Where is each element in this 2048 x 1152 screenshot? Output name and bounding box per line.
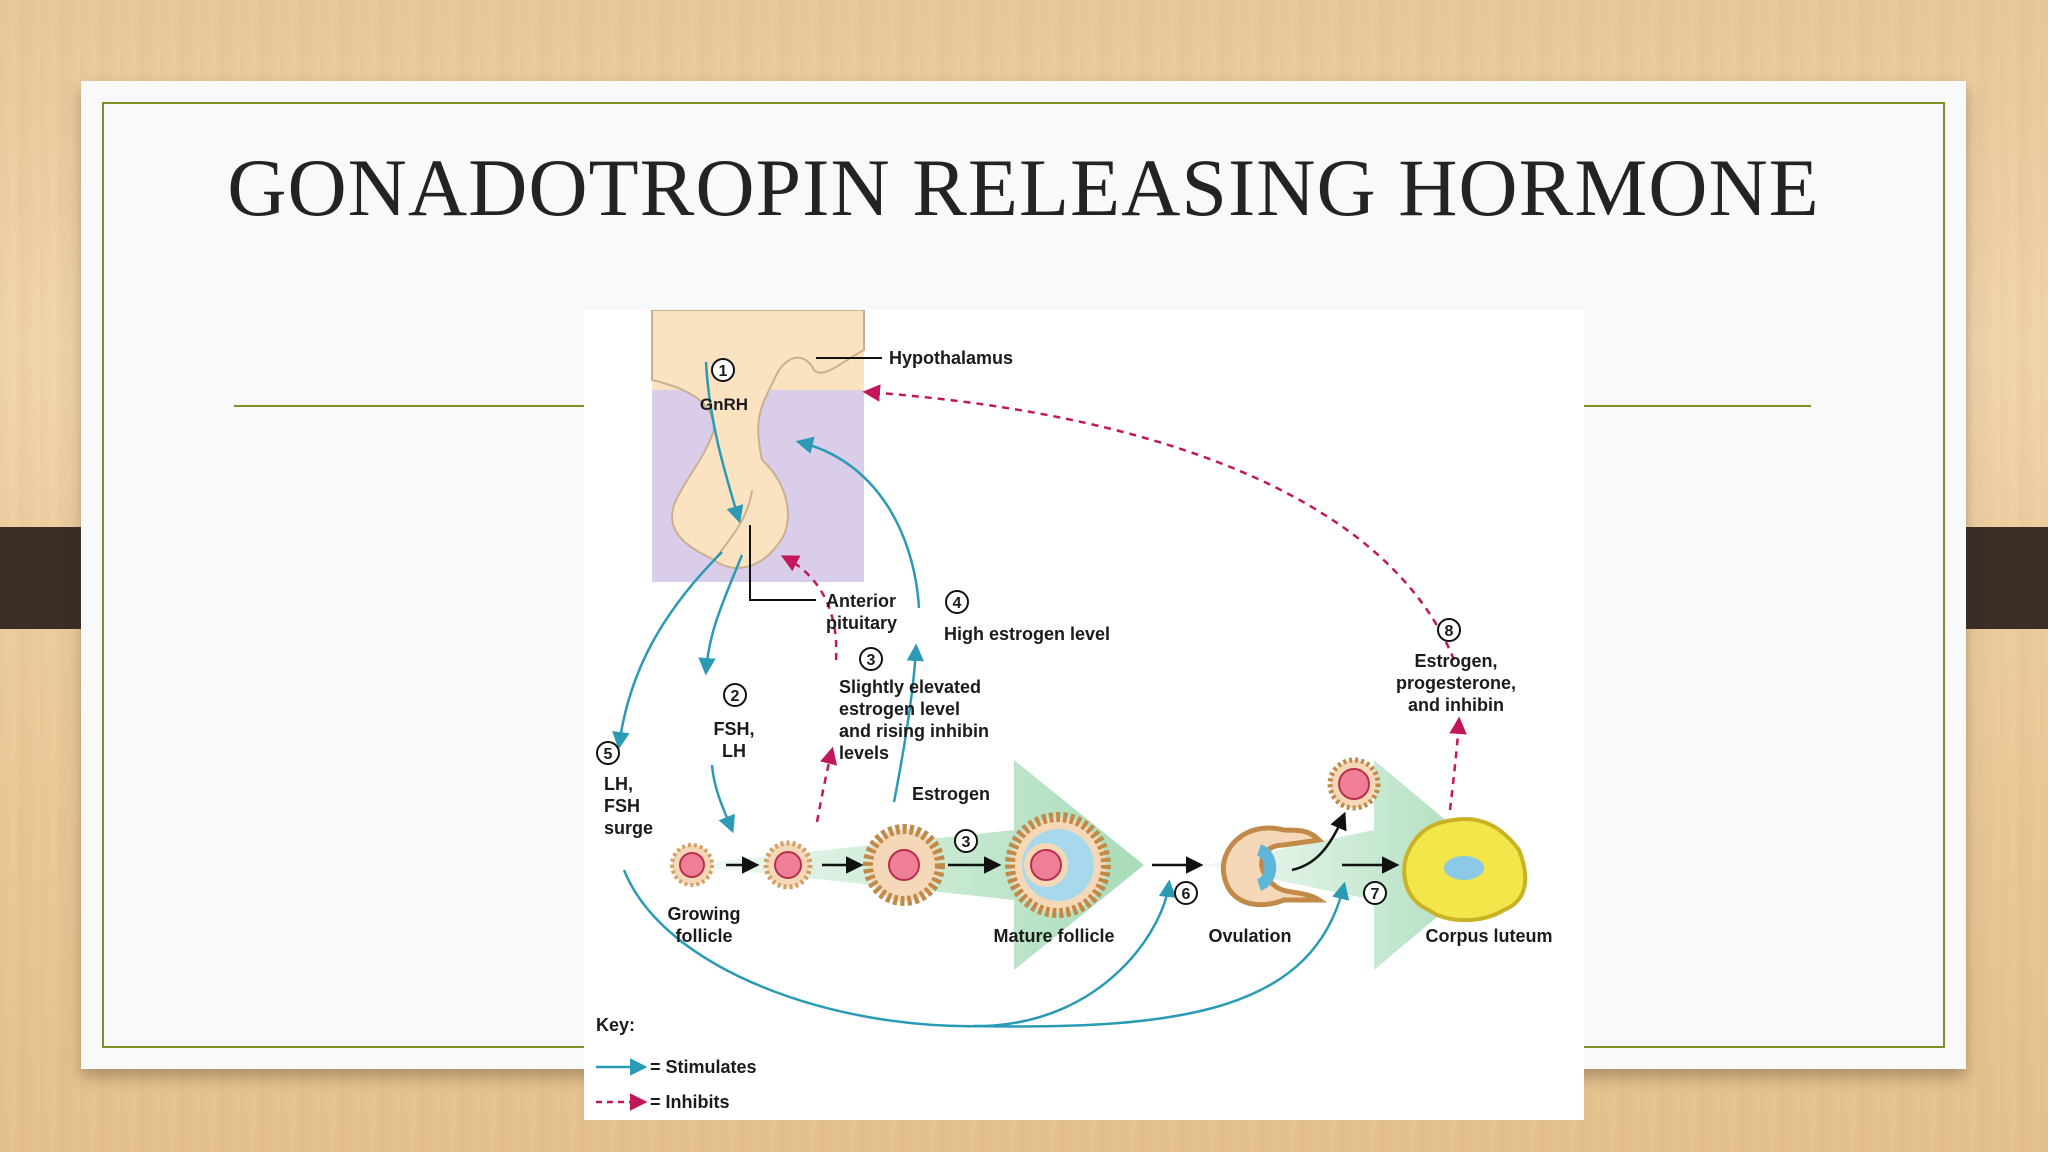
slide-title: GONADOTROPIN RELEASING HORMONE (227, 142, 1820, 233)
corpus-luteum-graphic (1402, 817, 1528, 923)
label-and-inhibin: and inhibin (1408, 695, 1504, 715)
label-high-estrogen: High estrogen level (944, 624, 1110, 644)
label-lh: LH (722, 741, 746, 761)
label-corpus-luteum: Corpus luteum (1425, 926, 1552, 946)
label-slightly-3: and rising inhibin (839, 721, 989, 741)
ovulation-graphic (1220, 757, 1381, 908)
step-markers (596, 358, 1461, 905)
label-progesterone: progesterone, (1396, 673, 1516, 693)
label-surge: surge (604, 818, 653, 838)
title-rule-right (1500, 405, 1811, 407)
legend: Key: = Stimulates = Inhibits (596, 1015, 757, 1112)
slide: GONADOTROPIN RELEASING HORMONE (81, 81, 1966, 1120)
legend-inhibits: = Inhibits (650, 1092, 730, 1112)
label-estrogen-comma: Estrogen, (1414, 651, 1497, 671)
label-gnrh: GnRH (700, 395, 748, 414)
label-slightly-1: Slightly elevated (839, 677, 981, 697)
step-8: 8 (1445, 623, 1454, 640)
label-surge-lh: LH, (604, 774, 633, 794)
label-hypothalamus: Hypothalamus (889, 348, 1013, 368)
label-ovulation: Ovulation (1208, 926, 1291, 946)
title-rule-left (234, 405, 584, 407)
label-estrogen: Estrogen (912, 784, 990, 804)
mature-follicle-graphic (1005, 812, 1111, 918)
brain-panel (651, 310, 865, 582)
pituitary-leader (749, 525, 816, 601)
follicle-3 (863, 824, 945, 906)
follicle-2 (763, 840, 813, 890)
hormone-diagram: 1 2 3 3 4 5 6 7 8 Hypothalamus GnRH Ante… (584, 310, 1584, 1120)
legend-stimulates: = Stimulates (650, 1057, 757, 1077)
step-2: 2 (731, 688, 740, 705)
label-growing: Growing (668, 904, 741, 924)
step-3a: 3 (867, 652, 876, 669)
label-anterior: Anterior (826, 591, 896, 611)
step-5: 5 (604, 746, 613, 763)
step-7: 7 (1371, 886, 1380, 903)
label-pituitary: pituitary (826, 613, 897, 633)
label-slightly-2: estrogen level (839, 699, 960, 719)
label-fsh: FSH, (713, 719, 754, 739)
step-3b: 3 (962, 834, 971, 851)
diagram-svg: 1 2 3 3 4 5 6 7 8 Hypothalamus GnRH Ante… (596, 310, 1553, 1112)
step-4: 4 (953, 595, 962, 612)
legend-title: Key: (596, 1015, 635, 1035)
step-6: 6 (1182, 886, 1191, 903)
label-mature-follicle: Mature follicle (993, 926, 1114, 946)
label-slightly-4: levels (839, 743, 889, 763)
label-follicle: follicle (675, 926, 732, 946)
follicle-1 (670, 843, 714, 887)
step-1: 1 (719, 363, 728, 380)
label-surge-fsh: FSH (604, 796, 640, 816)
